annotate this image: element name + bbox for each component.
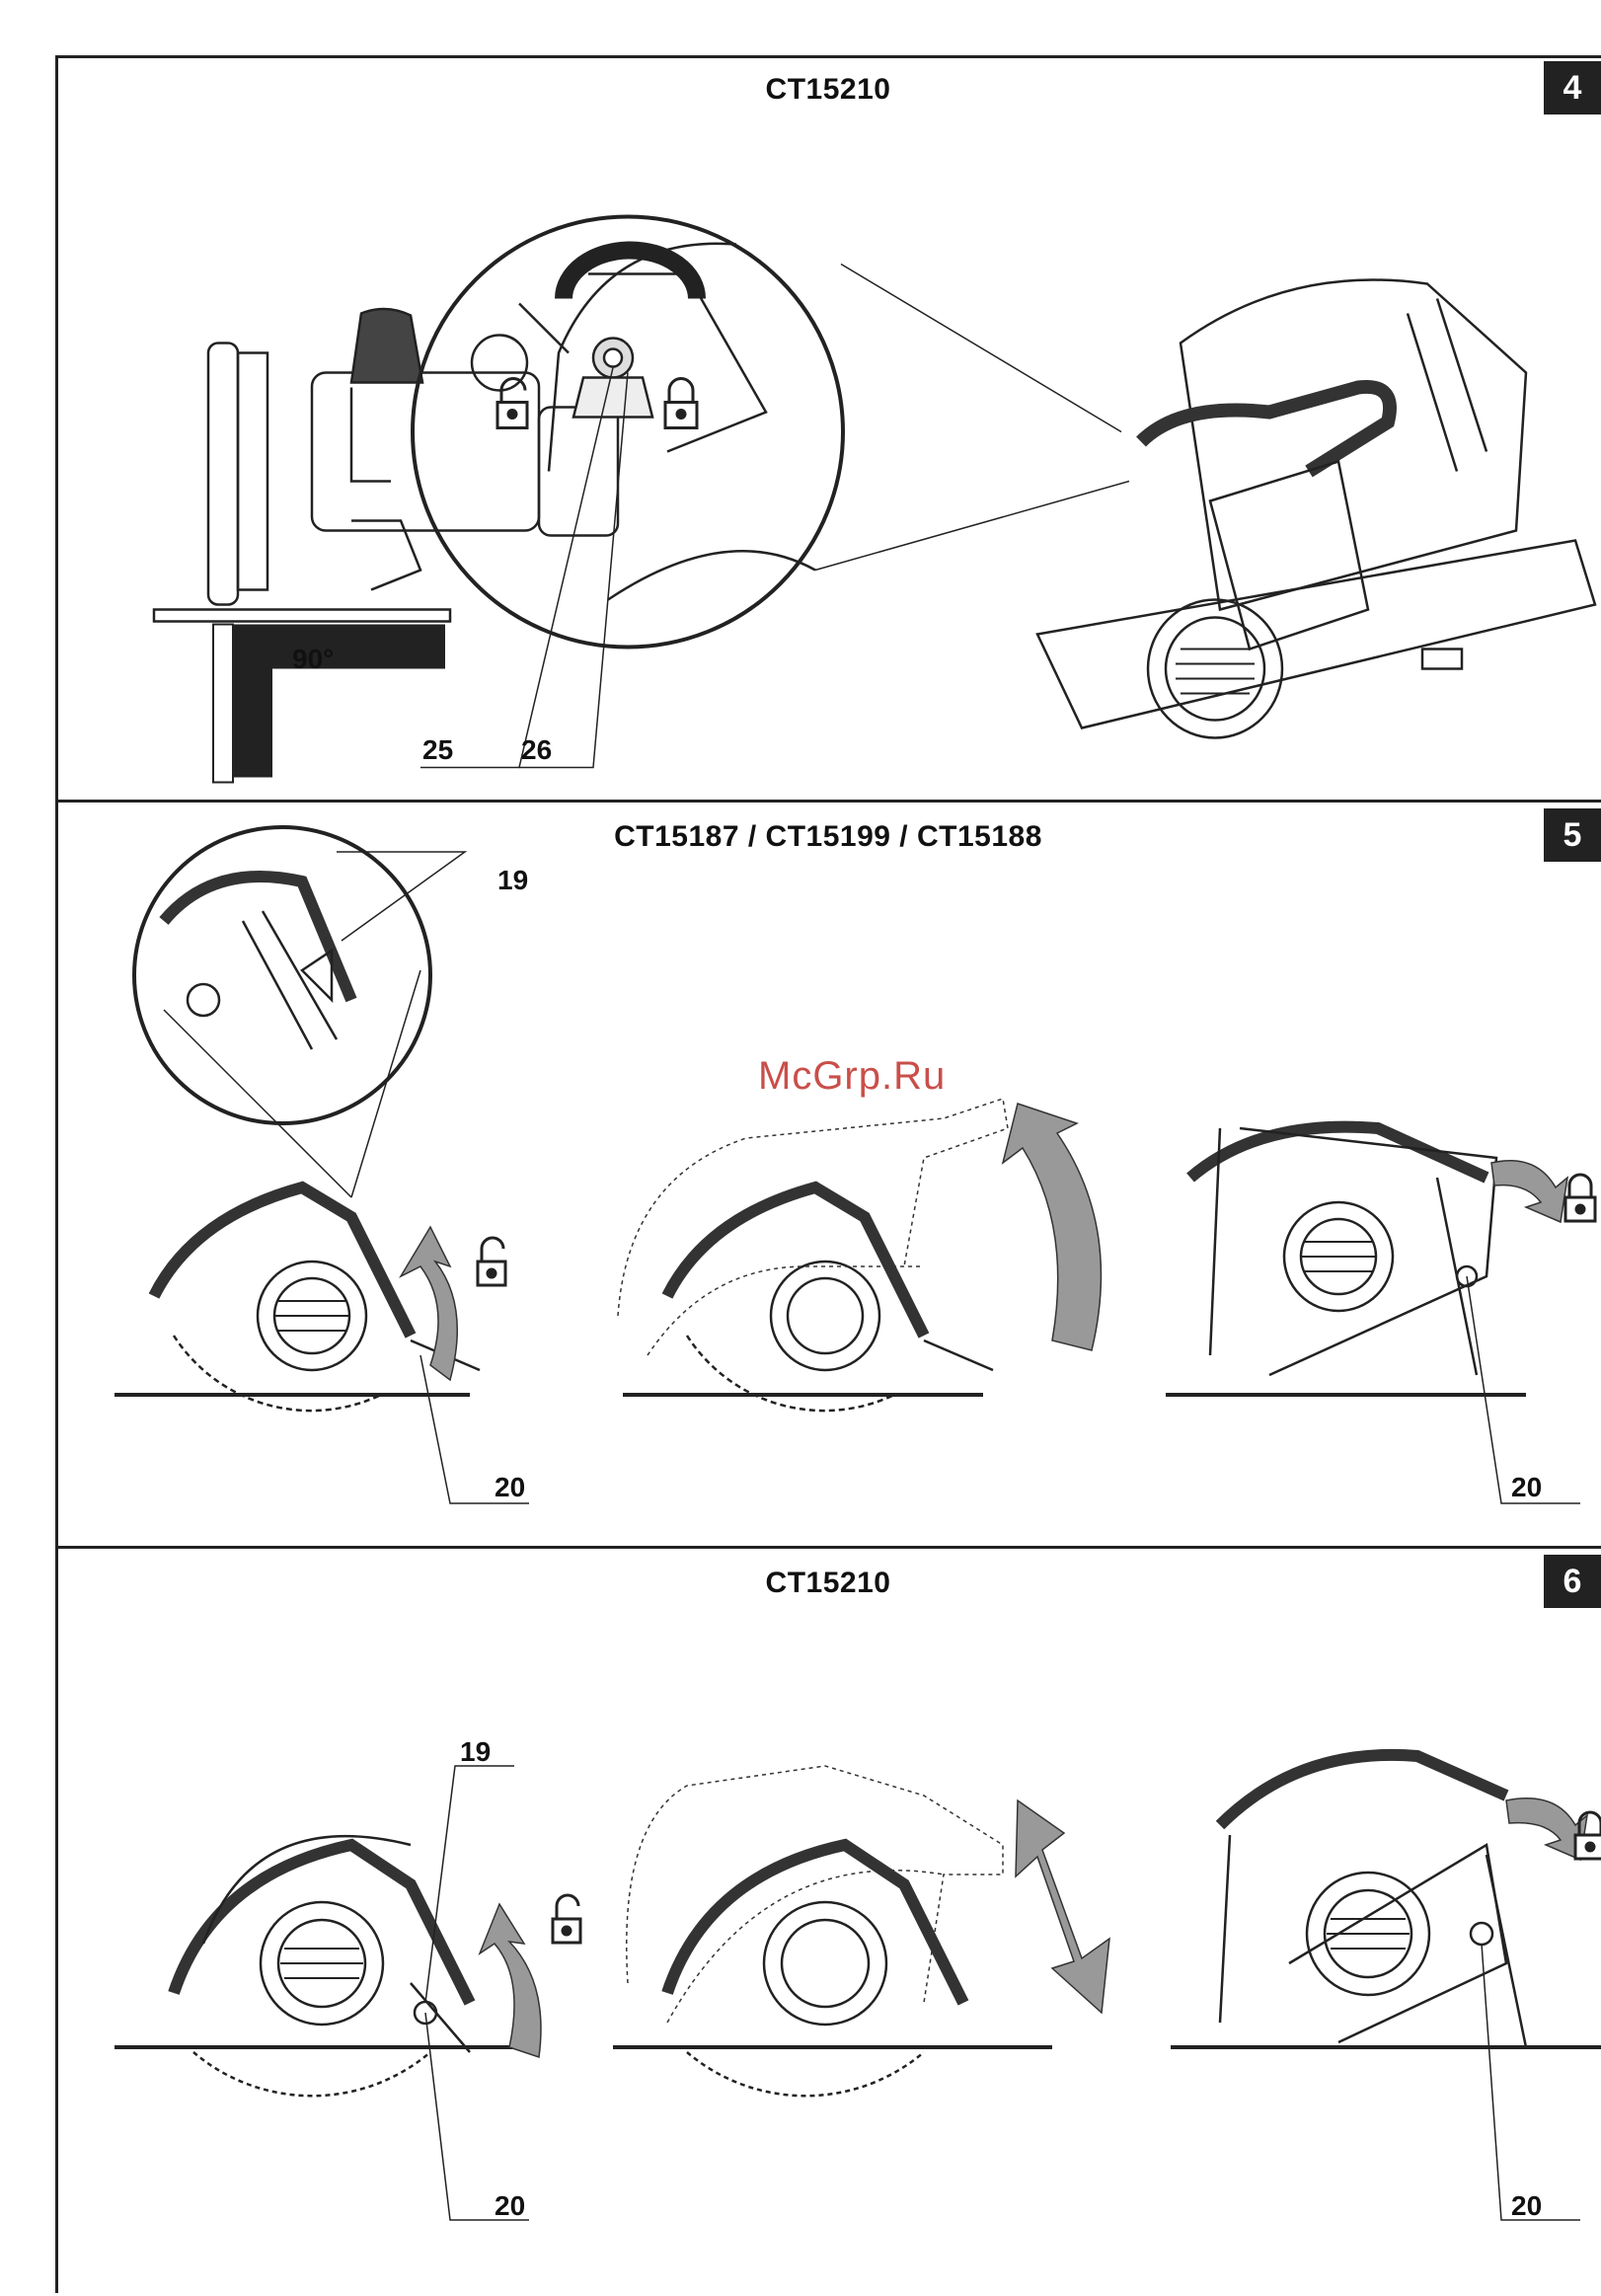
saw-side-2 [613,1845,1052,2096]
leader-19 [425,1766,514,2003]
detail-magnifier [134,827,430,1123]
unlock-icon [553,1895,580,1943]
saw-illustration-fig6 [55,1549,1601,2296]
figure-panel-4: CT15210 4 [55,55,1601,800]
detail-magnifier [413,217,843,648]
callout-20-right: 20 [1511,2192,1542,2220]
rotate-arrow [401,1227,457,1380]
callout-26: 26 [521,736,552,764]
callout-20-right: 20 [1511,1474,1542,1501]
callout-19: 19 [497,867,528,894]
leader-20-right [1467,1276,1580,1503]
figure-panel-6: CT15210 6 [55,1546,1601,2293]
rotate-arrow [1491,1161,1567,1222]
leader-19 [337,852,465,941]
saw-ghost-outline [627,1766,1003,2023]
angle-label: 90° [292,646,334,673]
callout-20-left: 20 [495,2192,525,2220]
rotate-arrow [1016,1800,1109,2013]
rotate-arrow [1003,1104,1101,1350]
watermark: McGrp.Ru [758,1054,946,1099]
leader-20-right [1482,1944,1580,2220]
saw-perspective-view [1037,280,1595,738]
saw-illustration-fig4 [55,55,1601,803]
saw-side-2 [623,1187,993,1411]
lock-icon [665,379,697,428]
lock-icon [1565,1175,1595,1221]
lock-icon [1575,1812,1601,1859]
saw-side-1 [114,1836,519,2096]
rotate-arrow [480,1904,541,2057]
unlock-icon [478,1238,505,1285]
callout-20-left: 20 [495,1474,525,1501]
figure-panel-5: CT15187 / CT15199 / CT15188 5 [55,800,1601,1546]
callout-25: 25 [422,736,453,764]
leader-26 [519,373,628,768]
saw-ghost-outline [618,1099,1008,1355]
saw-illustration-fig5 [55,803,1601,1550]
callout-19: 19 [460,1738,491,1766]
saw-side-3 [1166,1127,1526,1395]
